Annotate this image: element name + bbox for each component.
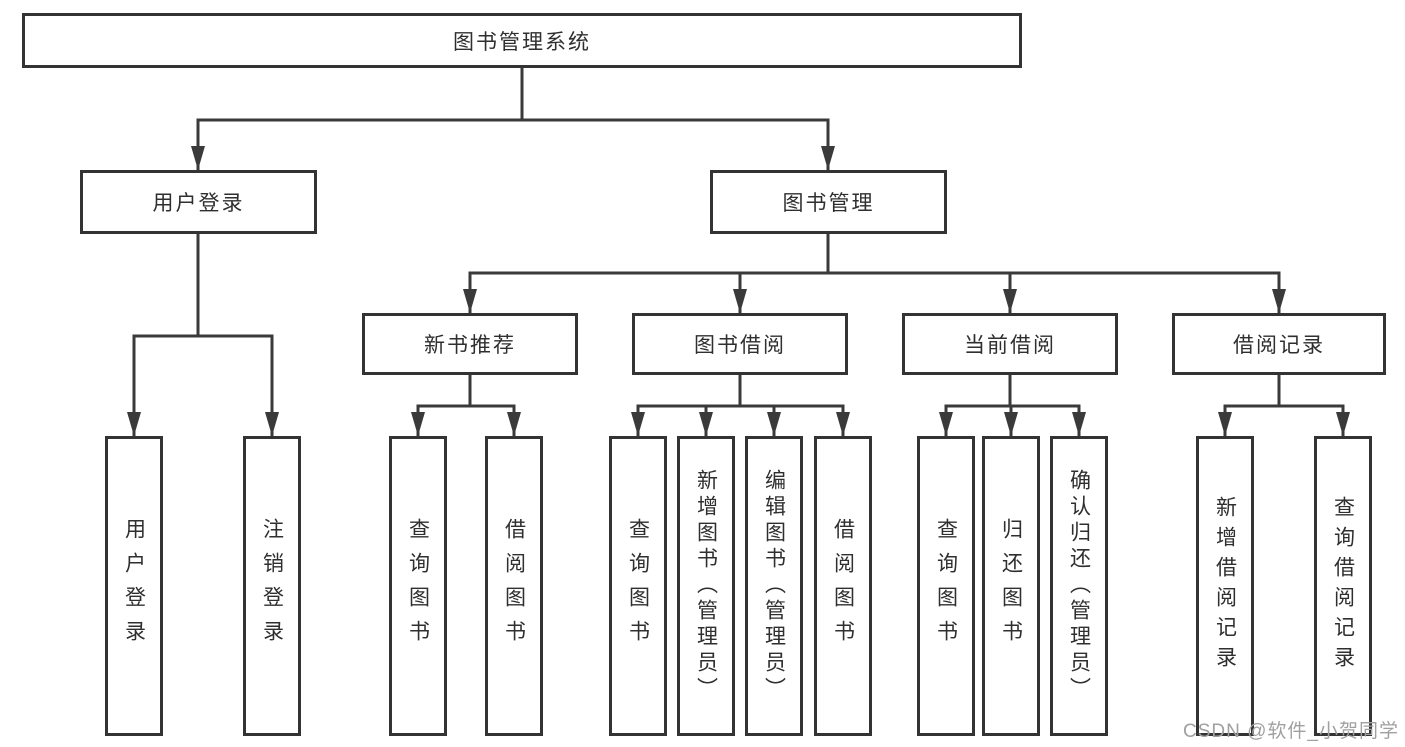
node-label: 查询图书 [934, 518, 958, 654]
node-label: 图书管理系统 [453, 30, 591, 54]
node-label: 图书借阅 [694, 334, 786, 357]
node-library-management-system: 图书管理系统 [22, 13, 1022, 68]
node-label: 查询借阅记录 [1331, 496, 1355, 676]
node-label: 当前借阅 [964, 334, 1056, 357]
node-label: 图书管理 [782, 192, 875, 215]
leaf-logout-login: 注销登录 [243, 436, 301, 736]
node-label: 新增图书（管理员） [694, 469, 718, 703]
connector-trunk-lines [132, 66, 1345, 408]
leaf-query-books-current: 查询图书 [917, 436, 975, 736]
leaf-confirm-return-admin: 确认归还（管理员） [1050, 436, 1108, 736]
node-book-management: 图书管理 [710, 170, 947, 234]
node-label: 归还图书 [999, 518, 1023, 654]
node-label: 新书推荐 [424, 334, 516, 357]
node-current-borrowing: 当前借阅 [902, 313, 1118, 375]
node-label: 借阅图书 [502, 518, 526, 654]
node-label: 确认归还（管理员） [1067, 469, 1091, 703]
leaf-add-borrow-record: 新增借阅记录 [1196, 436, 1254, 736]
leaf-user-login: 用户登录 [105, 436, 163, 736]
leaf-query-borrow-record: 查询借阅记录 [1314, 436, 1372, 736]
node-label: 用户登录 [122, 518, 146, 654]
node-user-login: 用户登录 [80, 170, 317, 234]
node-label: 编辑图书（管理员） [762, 469, 786, 703]
node-book-borrowing: 图书借阅 [632, 313, 848, 375]
leaf-return-book: 归还图书 [982, 436, 1040, 736]
leaf-borrow-books-borrowing: 借阅图书 [814, 436, 872, 736]
node-borrowing-records: 借阅记录 [1172, 313, 1386, 375]
node-label: 查询图书 [406, 518, 430, 654]
node-label: 注销登录 [260, 518, 284, 654]
watermark: CSDN @软件_小贺同学 [1183, 721, 1399, 742]
node-label: 用户登录 [152, 192, 245, 215]
leaf-query-books-recommend: 查询图书 [389, 436, 447, 736]
leaf-query-books-borrowing: 查询图书 [609, 436, 667, 736]
leaf-edit-book-admin: 编辑图书（管理员） [745, 436, 803, 736]
leaf-borrow-books-recommend: 借阅图书 [485, 436, 543, 736]
node-label: 新增借阅记录 [1213, 496, 1237, 676]
node-label: 借阅记录 [1233, 334, 1325, 357]
connector-arrow-lines [127, 118, 1350, 438]
node-label: 借阅图书 [831, 518, 855, 654]
leaf-add-book-admin: 新增图书（管理员） [677, 436, 735, 736]
node-label: 查询图书 [626, 518, 650, 654]
node-new-book-recommend: 新书推荐 [362, 313, 578, 375]
